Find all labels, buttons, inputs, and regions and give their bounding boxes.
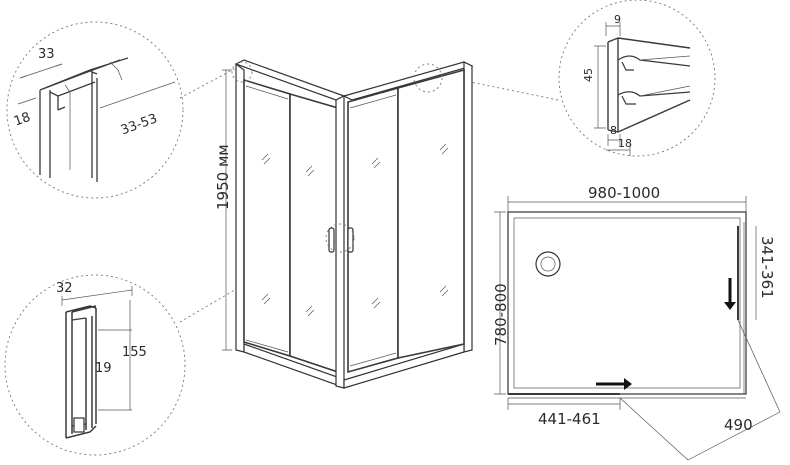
plan-view: 980-1000 780-800 441-461 341-361 490 bbox=[492, 184, 781, 461]
profile-detail: 33 18 33-53 bbox=[6, 21, 184, 199]
side-door-label: 341-361 bbox=[758, 236, 776, 299]
handle-detail: 32 19 155 bbox=[4, 274, 186, 456]
profile-range-label: 33-53 bbox=[119, 111, 160, 138]
handle-height-label: 155 bbox=[122, 345, 147, 360]
tray-depth-label: 780-800 bbox=[492, 283, 510, 346]
door-width-label: 441-461 bbox=[538, 410, 601, 428]
handle-depth-label: 19 bbox=[95, 361, 112, 376]
seal-detail: 9 45 8 18 bbox=[558, 0, 716, 157]
shower-enclosure: 1950 мм bbox=[214, 59, 474, 389]
entry-label: 490 bbox=[724, 416, 753, 434]
seal-top-label: 9 bbox=[614, 13, 621, 26]
handle-width-label: 32 bbox=[56, 281, 73, 296]
profile-thickness-label: 18 bbox=[12, 110, 33, 130]
profile-width-label: 33 bbox=[38, 47, 55, 62]
seal-base-label: 18 bbox=[618, 137, 632, 150]
seal-bottom-label: 8 bbox=[610, 124, 617, 137]
height-label: 1950 мм bbox=[214, 144, 232, 210]
tray-width-label: 980-1000 bbox=[588, 184, 660, 202]
seal-height-label: 45 bbox=[582, 68, 595, 82]
